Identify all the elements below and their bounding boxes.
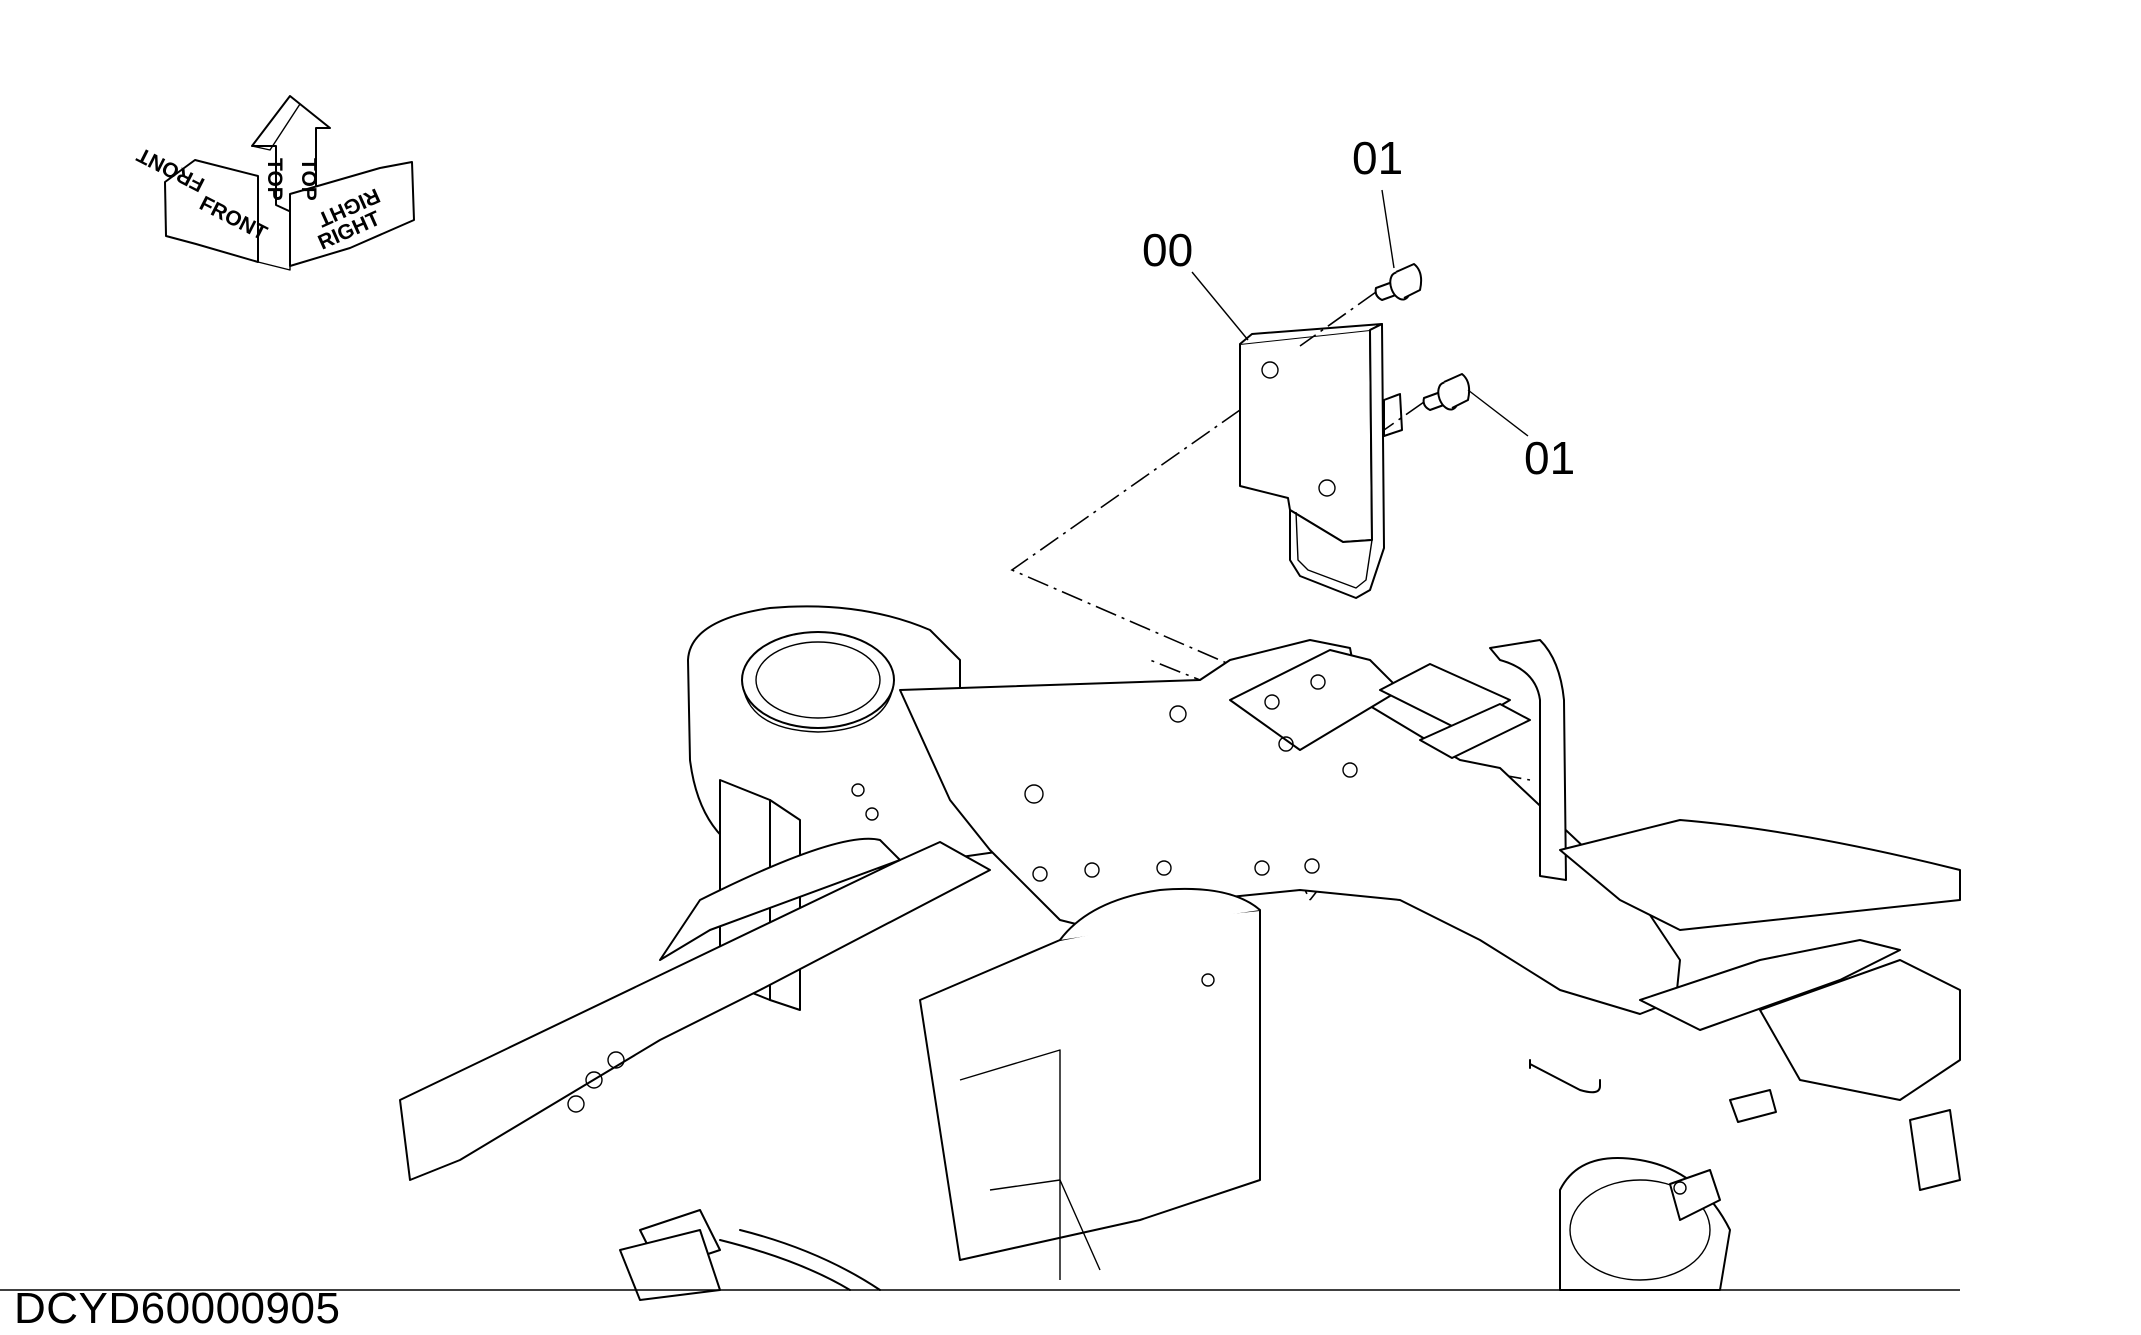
swing-frame — [399, 605, 1961, 1301]
frame-holes — [567, 674, 1687, 1195]
callout-01-upper: 01 — [1352, 132, 1403, 184]
drawing-code: DCYD60000905 — [14, 1284, 341, 1333]
orientation-label-top: TOP — [263, 158, 286, 201]
orientation-label-top-inner: TOP — [297, 158, 320, 201]
orientation-symbol: FRONT FRONT TOP TOP RIGHT RIGHT — [133, 95, 415, 271]
bolt-upper — [1374, 263, 1423, 301]
callout-00: 00 — [1142, 224, 1193, 276]
leader-lines — [1191, 189, 1529, 437]
callout-01-lower: 01 — [1524, 432, 1575, 484]
bracket-part — [1239, 323, 1403, 599]
bolt-lower — [1422, 373, 1471, 411]
